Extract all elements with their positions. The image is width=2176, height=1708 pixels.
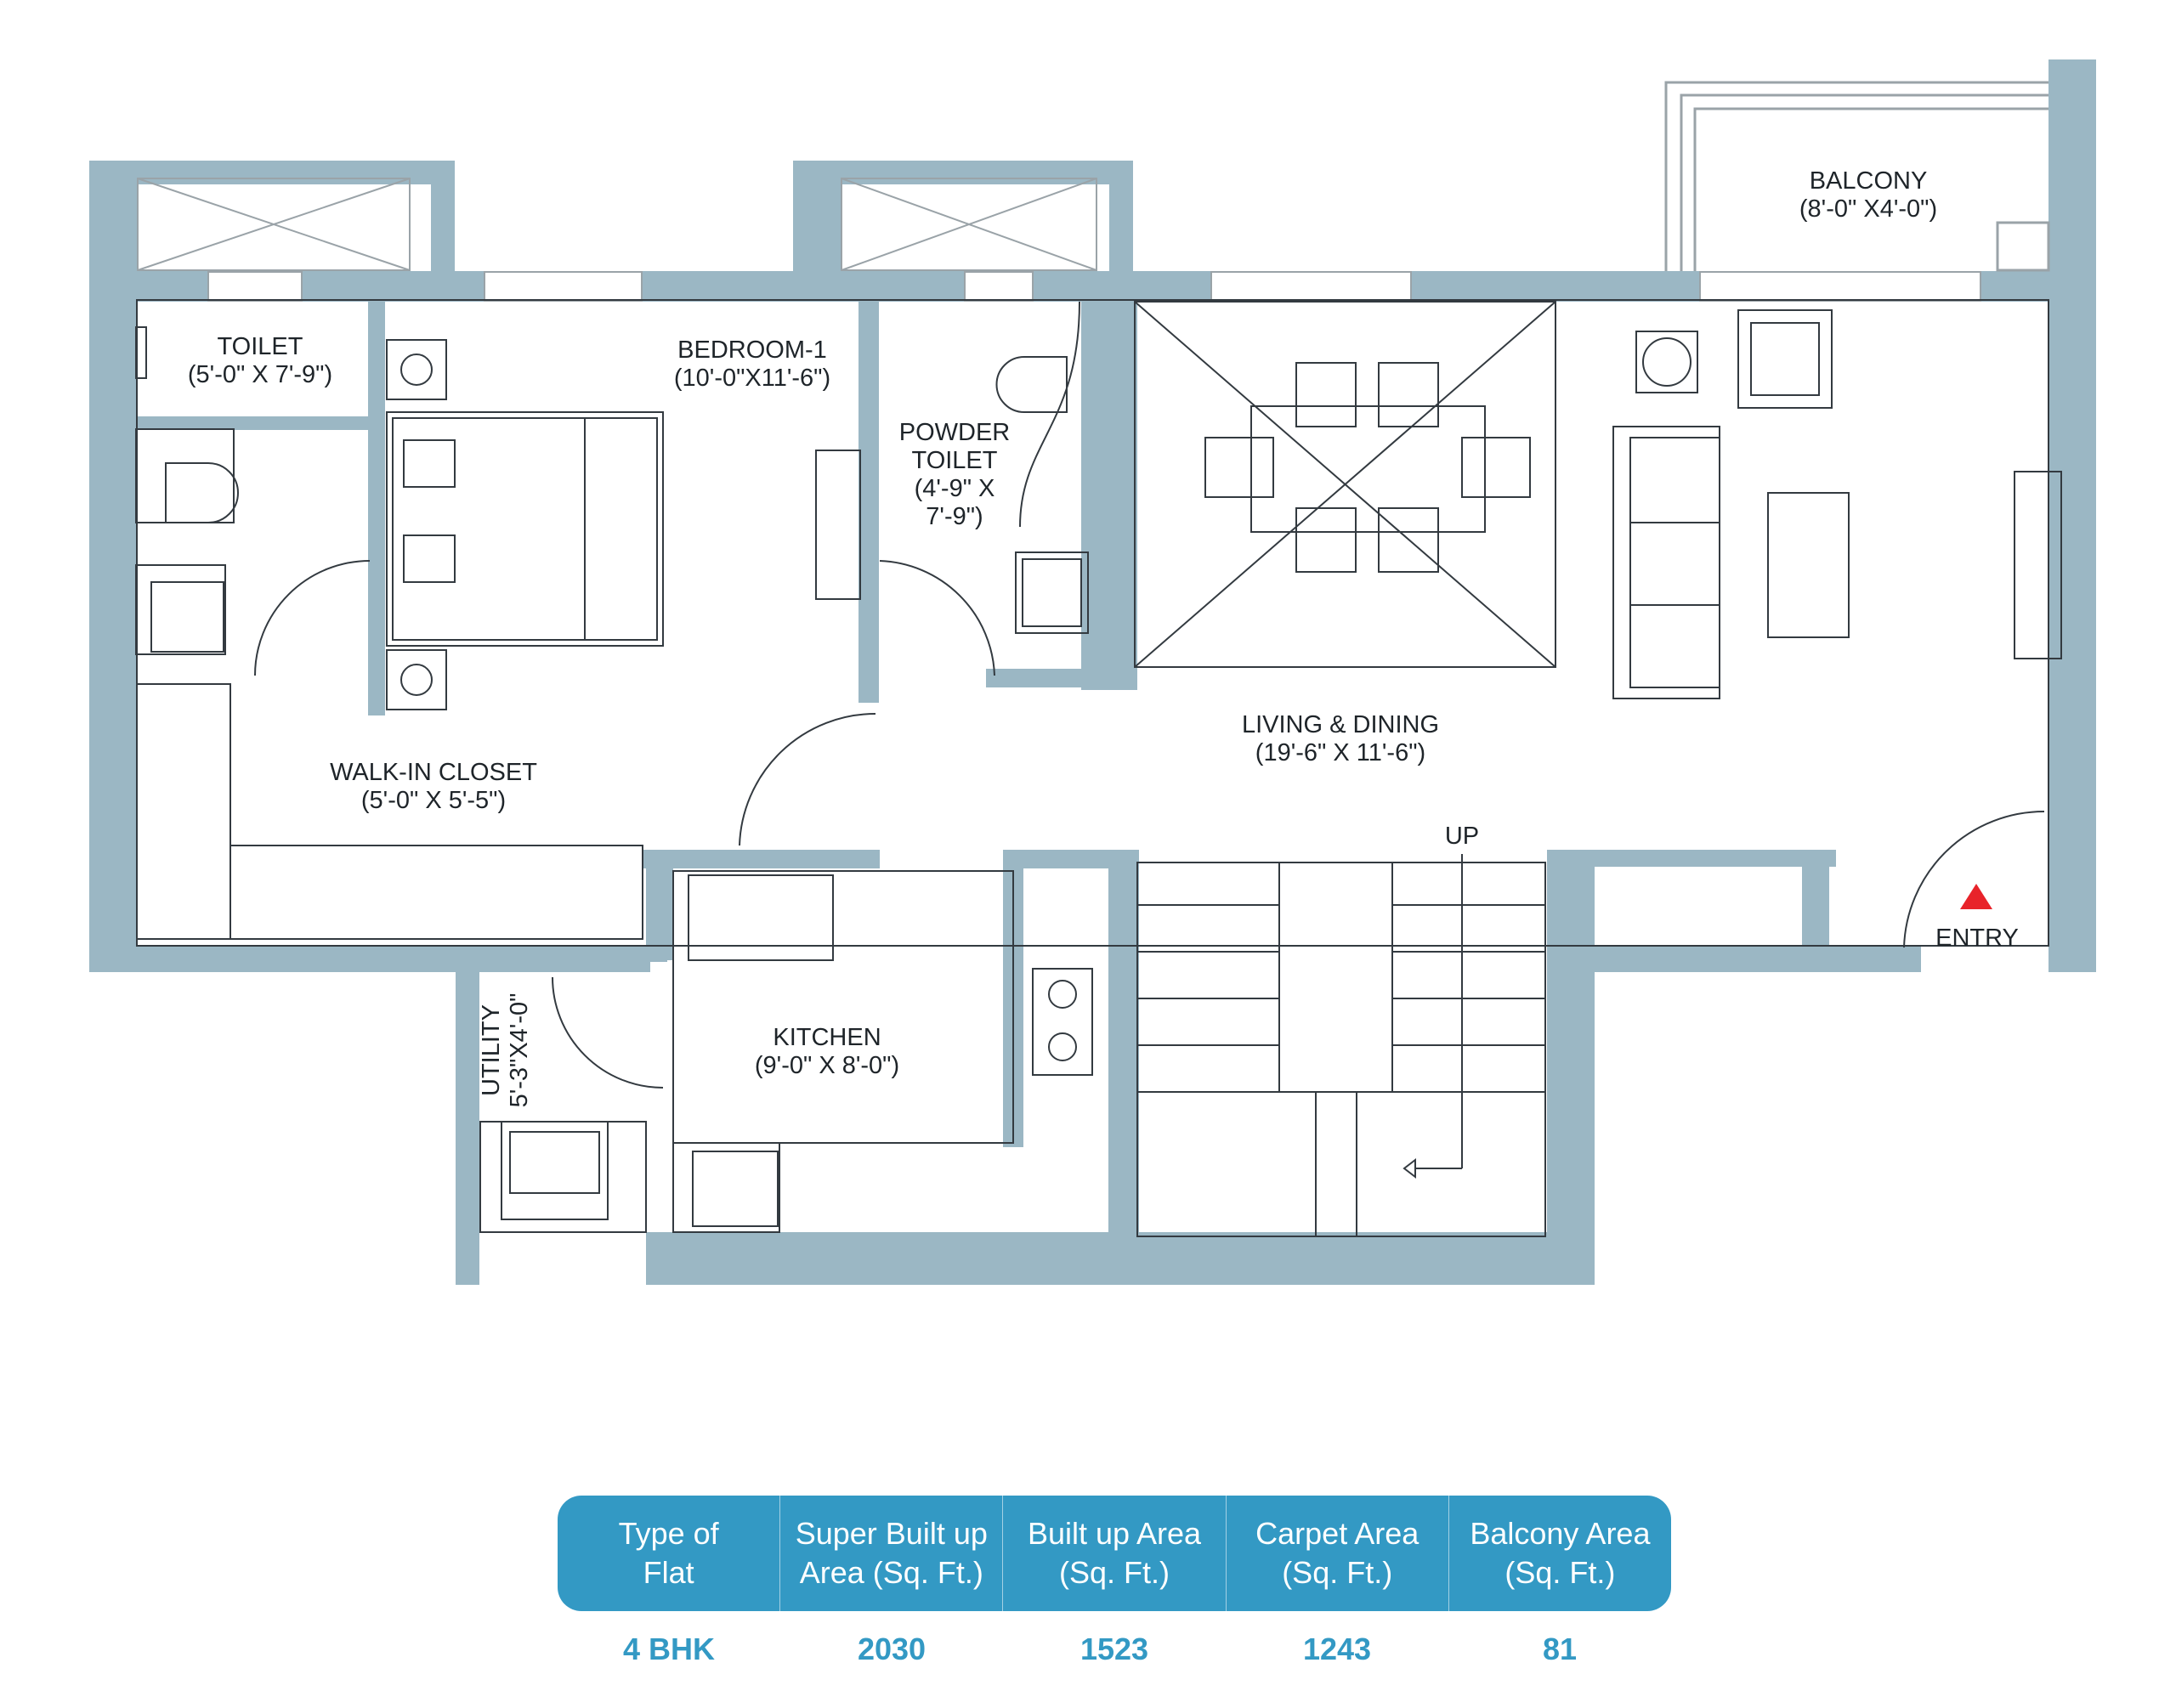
balcony-rail <box>1664 81 2050 272</box>
utility-name: UTILITY <box>478 1004 505 1096</box>
toilet-name: TOILET <box>217 333 303 360</box>
balcony-name: BALCONY <box>1809 167 1928 195</box>
area-table: Type of Flat Super Built up Area (Sq. Ft… <box>558 1496 1671 1688</box>
bedroom-1-dimensions: (10'-0"X11'-6") <box>673 365 831 392</box>
entry-label: ENTRY <box>1935 925 2019 953</box>
balcony-label: BALCONY (8'-0" X4'-0") <box>1799 167 1937 223</box>
powder-toilet-dimensions-1: (4'-9" X <box>914 475 995 502</box>
toilet-fixtures <box>135 301 1089 655</box>
walk-in-closet-label: WALK-IN CLOSET (5'-0" X 5'-5") <box>330 759 537 815</box>
value-super-built-up-area: 2030 <box>857 1632 926 1666</box>
header-built-up-area: Built up Area (Sq. Ft.) <box>1003 1496 1227 1611</box>
bay-windows <box>137 178 1097 271</box>
bedroom-1-label: BEDROOM-1 (10'-0"X11'-6") <box>674 337 830 393</box>
value-built-up-area: 1523 <box>1080 1632 1149 1666</box>
header-balcony-area: Balcony Area (Sq. Ft.) <box>1470 1516 1651 1590</box>
entry-text: ENTRY <box>1935 925 2019 952</box>
kitchen-fixtures <box>501 874 1093 1227</box>
entry-arrow-icon <box>1960 884 1992 909</box>
doors <box>254 560 2045 1089</box>
toilet-dimensions: (5'-0" X 7'-9") <box>187 361 333 388</box>
stair-up-label: UP <box>1445 823 1479 851</box>
walk-in-closet-name: WALK-IN CLOSET <box>330 759 537 786</box>
value-balcony-area: 81 <box>1542 1632 1578 1666</box>
value-type-of-flat: 4 BHK <box>622 1632 716 1666</box>
powder-toilet-name-2: TOILET <box>911 447 998 474</box>
kitchen-name: KITCHEN <box>773 1024 881 1051</box>
living-dining-label: LIVING & DINING (19'-6" X 11'-6") <box>1242 711 1439 767</box>
toilet-label: TOILET (5'-0" X 7'-9") <box>188 333 332 389</box>
header-type-of-flat: Type of Flat <box>558 1496 781 1611</box>
area-table-row: 4 BHK 2030 1523 1243 81 <box>558 1611 1671 1688</box>
stairs <box>1136 854 1546 1237</box>
kitchen-dimensions: (9'-0" X 8'-0") <box>754 1052 900 1079</box>
header-super-built-up-area: Super Built up Area (Sq. Ft.) <box>780 1496 1004 1611</box>
powder-toilet-dimensions-2: 7'-9") <box>926 503 983 530</box>
balcony-dimensions: (8'-0" X4'-0") <box>1799 195 1938 223</box>
dining-furniture <box>1204 362 1531 573</box>
living-furniture <box>1612 309 2062 699</box>
bedroom-furniture <box>386 339 861 710</box>
bedroom-1-name: BEDROOM-1 <box>677 337 827 364</box>
living-dining-dimensions: (19'-6" X 11'-6") <box>1255 739 1426 766</box>
walls <box>89 59 2096 1285</box>
powder-toilet-label: POWDER TOILET (4'-9" X 7'-9") <box>899 419 1011 531</box>
utility-label: UTILITY 5'-3"X4'-0" <box>478 991 534 1110</box>
area-table-header: Type of Flat Super Built up Area (Sq. Ft… <box>558 1496 1671 1611</box>
powder-toilet-name-1: POWDER <box>898 419 1011 446</box>
value-carpet-area: 1243 <box>1302 1632 1372 1666</box>
header-carpet-area: Carpet Area (Sq. Ft.) <box>1227 1496 1449 1611</box>
stair-up-text: UP <box>1444 823 1480 850</box>
living-dining-name: LIVING & DINING <box>1241 711 1440 738</box>
windows <box>207 271 1981 302</box>
kitchen-label: KITCHEN (9'-0" X 8'-0") <box>755 1024 899 1080</box>
utility-dimensions: 5'-3"X4'-0" <box>506 993 533 1108</box>
walk-in-closet-dimensions: (5'-0" X 5'-5") <box>360 787 507 814</box>
